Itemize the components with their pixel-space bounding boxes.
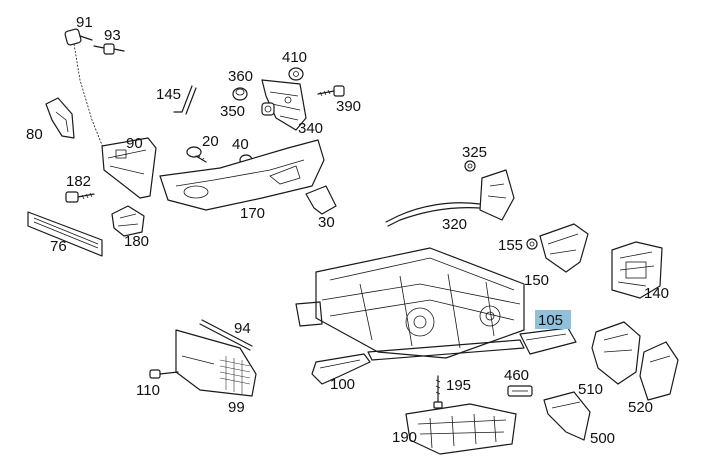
part-180-bracket bbox=[111, 205, 145, 237]
label-91: 91 bbox=[76, 14, 93, 31]
label-340: 340 bbox=[298, 120, 323, 137]
label-99: 99 bbox=[228, 399, 245, 416]
label-195: 195 bbox=[446, 377, 471, 394]
part-30-cap bbox=[305, 185, 337, 215]
part-155-washer bbox=[526, 238, 538, 250]
part-100-front-trim bbox=[311, 353, 371, 385]
label-170: 170 bbox=[240, 205, 265, 222]
label-150: 150 bbox=[524, 272, 549, 289]
part-350-bushing bbox=[261, 102, 275, 116]
part-320-cable-bracket bbox=[385, 169, 515, 227]
label-76: 76 bbox=[50, 238, 67, 255]
label-30: 30 bbox=[318, 214, 335, 231]
label-110: 110 bbox=[136, 382, 160, 399]
label-500: 500 bbox=[590, 430, 615, 447]
part-93-screw bbox=[93, 43, 125, 55]
part-140-frame-bracket bbox=[611, 241, 663, 299]
label-190: 190 bbox=[392, 429, 417, 446]
label-80: 80 bbox=[26, 126, 43, 143]
label-20: 20 bbox=[202, 133, 219, 150]
part-195-bolt bbox=[433, 375, 443, 409]
label-105: 105 bbox=[538, 312, 563, 329]
label-390: 390 bbox=[336, 98, 361, 115]
label-320: 320 bbox=[442, 216, 467, 233]
label-360: 360 bbox=[228, 68, 253, 85]
label-182: 182 bbox=[66, 173, 91, 190]
part-182-screw bbox=[65, 191, 95, 203]
part-94-rod bbox=[199, 319, 253, 351]
part-105-rail-cover bbox=[519, 327, 577, 355]
label-350: 350 bbox=[220, 103, 245, 120]
label-155: 155 bbox=[498, 237, 523, 254]
part-labels: 91 93 410 145 360 350 390 80 90 340 20 4… bbox=[26, 14, 669, 447]
label-145: 145 bbox=[156, 86, 181, 103]
part-76-rail-strip bbox=[27, 211, 103, 257]
part-80-side-cover bbox=[45, 97, 75, 139]
part-460-clip bbox=[507, 385, 533, 397]
part-510-pad bbox=[591, 321, 641, 385]
part-410-nut bbox=[288, 67, 304, 81]
seat-frame-assembly bbox=[295, 247, 525, 361]
part-170-side-shield bbox=[159, 139, 325, 211]
part-520-pad bbox=[639, 341, 679, 401]
label-510: 510 bbox=[578, 381, 603, 398]
label-410: 410 bbox=[282, 49, 307, 66]
label-90: 90 bbox=[126, 135, 143, 152]
label-520: 520 bbox=[628, 399, 653, 416]
part-390-bolt bbox=[317, 85, 345, 97]
part-20-screw bbox=[186, 146, 207, 163]
label-93: 93 bbox=[104, 27, 121, 44]
label-140: 140 bbox=[644, 285, 669, 302]
label-100: 100 bbox=[330, 376, 355, 393]
part-110-pin bbox=[149, 369, 179, 379]
part-150-cover bbox=[539, 223, 589, 273]
part-190-base-plate bbox=[405, 403, 517, 455]
part-145-rod bbox=[173, 85, 197, 115]
part-340-bracket bbox=[261, 79, 307, 131]
part-325-washer bbox=[464, 160, 476, 172]
label-40: 40 bbox=[232, 136, 249, 153]
label-180: 180 bbox=[124, 233, 149, 250]
part-99-lower-cover bbox=[175, 329, 257, 397]
label-460: 460 bbox=[504, 367, 529, 384]
label-105-highlight bbox=[535, 310, 571, 329]
label-94: 94 bbox=[234, 320, 251, 337]
part-360-clip bbox=[232, 87, 248, 101]
part-90-trim-panel bbox=[101, 137, 157, 199]
part-500-plate bbox=[543, 391, 591, 441]
label-325: 325 bbox=[462, 144, 487, 161]
part-91-cable-connector bbox=[64, 28, 105, 151]
